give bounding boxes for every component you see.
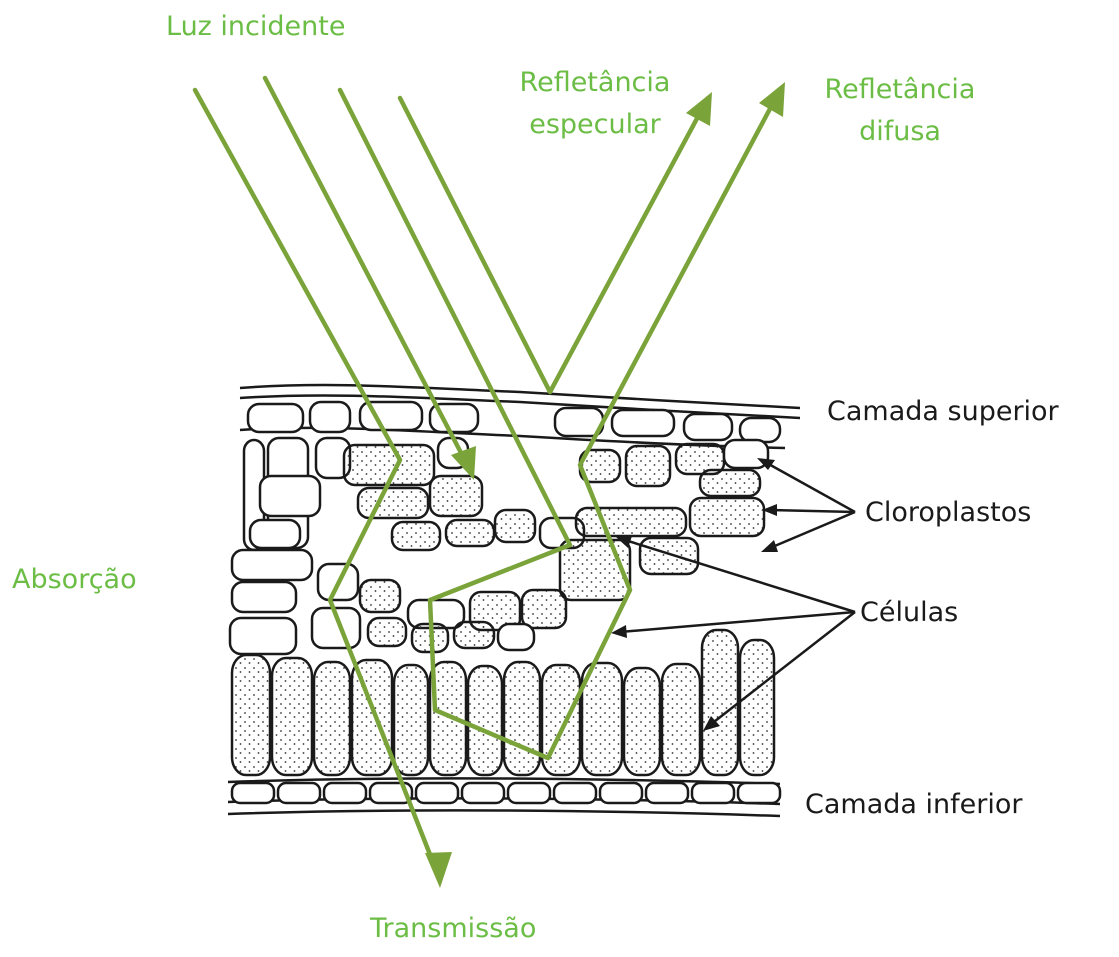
palisade-cell (466, 664, 504, 777)
mesophyll-cell (452, 620, 496, 650)
mesophyll-cell (444, 518, 496, 548)
palisade-cell (622, 666, 662, 777)
mesophyll-cell (688, 496, 766, 538)
mesophyll-cell (366, 616, 408, 648)
absorption-label: Absorção (12, 564, 137, 595)
cells-label: Células (860, 597, 959, 628)
mesophyll-cell (493, 508, 537, 544)
pointer-heads (611, 458, 778, 731)
mesophyll-cell (428, 402, 480, 434)
palisade-cell (660, 662, 702, 777)
mesophyll-cell (610, 408, 676, 438)
lower-epidermis-cell (598, 781, 644, 805)
diffuse-label-line2: difusa (859, 116, 941, 147)
chloroplast-arrowhead-1 (757, 458, 775, 470)
palisade-cell (270, 656, 314, 777)
incident-light-label: Luz incidente (166, 11, 346, 42)
mesophyll-cell (574, 506, 688, 538)
specular-label-line2: especular (529, 109, 661, 140)
lower-epidermis-cell (230, 781, 276, 805)
lower-layer-label: Camada inferior (805, 789, 1023, 820)
cell-pointer-3 (709, 611, 856, 726)
lower-epidermis-cell (276, 781, 322, 805)
lower-epidermis-cell (690, 781, 736, 805)
cell-pointer-2 (619, 610, 856, 634)
palisade-cell (312, 660, 352, 777)
mesophyll-cell (390, 520, 442, 552)
palisade-cell (350, 658, 394, 777)
mesophyll-cell (230, 580, 298, 614)
transmission-label: Transmissão (370, 913, 537, 944)
chloroplast-pointer-1 (764, 460, 856, 514)
mesophyll-cell (248, 518, 302, 550)
diffuse-arrowhead (759, 82, 785, 117)
lower-epidermis-cell (322, 781, 368, 805)
mesophyll-cell (624, 444, 672, 488)
palisade-cell (738, 638, 776, 777)
mesophyll-cell (638, 536, 700, 576)
lower-epidermis-cell (414, 781, 460, 805)
chloroplast-pointer-2 (769, 508, 856, 514)
diffuse-reflectance-label: Refletância difusa (805, 73, 995, 149)
mesophyll-cell (258, 474, 322, 518)
pointer-lines (619, 460, 856, 726)
transmission-arrowhead (425, 852, 452, 888)
palisade-cell (392, 663, 430, 777)
mesophyll-cell (246, 402, 305, 434)
ray-transmission (192, 87, 443, 883)
ray-specular (397, 95, 711, 395)
palisade-cell (580, 661, 624, 777)
lower-epidermis-cell (552, 781, 598, 805)
mesophyll-cell (682, 412, 734, 442)
lower-epidermis-cell (506, 781, 552, 805)
mesophyll-cell (468, 590, 522, 632)
mesophyll-cell (520, 588, 568, 630)
chloroplast-arrowhead-3 (761, 540, 778, 552)
light-rays (192, 75, 783, 883)
mesophyll-cell (310, 606, 362, 650)
cell-arrowhead-3 (703, 716, 720, 731)
lower-epidermis-cell (644, 781, 690, 805)
palisade-cell (700, 628, 740, 777)
cell-pointer-1 (624, 538, 856, 614)
ray-arrowheads (425, 82, 785, 888)
chloroplasts-label: Cloroplastos (865, 497, 1032, 528)
mesophyll-cell (358, 400, 424, 432)
mesophyll-cell (358, 578, 402, 614)
mesophyll-cell (428, 474, 484, 518)
mesophyll-cell (558, 538, 632, 602)
mesophyll-cell (228, 616, 298, 656)
specular-arrowhead (686, 92, 712, 126)
upper-layer-label: Camada superior (827, 396, 1059, 427)
mesophyll-cell (698, 468, 762, 498)
lower-epidermis-cell (736, 781, 782, 805)
specular-reflectance-label: Refletância especular (500, 66, 690, 142)
palisade-cell (230, 653, 272, 777)
mesophyll-cells (228, 400, 782, 805)
cell-arrowhead-2 (611, 625, 627, 638)
mesophyll-cell (356, 486, 430, 520)
ray-absorption (262, 75, 473, 473)
absorption-arrowhead (451, 446, 476, 480)
specular-label-line1: Refletância (519, 67, 671, 98)
mesophyll-cell (308, 400, 352, 434)
palisade-cell (428, 660, 468, 777)
lower-epidermis-cell (460, 781, 506, 805)
mesophyll-cell (722, 438, 770, 470)
palisade-cell (502, 660, 542, 777)
mesophyll-cell (738, 416, 782, 444)
diffuse-label-line1: Refletância (824, 74, 976, 105)
chloroplast-arrowhead-2 (762, 504, 777, 516)
chloroplast-pointer-3 (769, 510, 856, 550)
ray-internal-reflection (337, 87, 783, 761)
cell-arrowhead-1 (616, 536, 632, 548)
mesophyll-cell (496, 622, 536, 652)
mesophyll-cell (230, 548, 314, 582)
